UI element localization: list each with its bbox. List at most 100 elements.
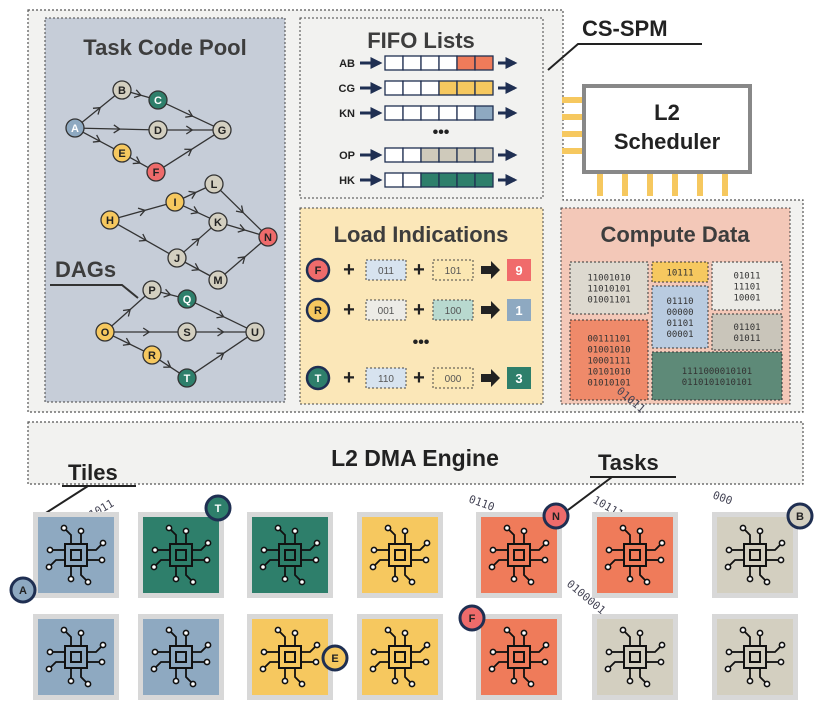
load-operand-b <box>432 299 474 321</box>
dag-edge-arrowhead <box>133 89 143 99</box>
scheduler-pin <box>562 131 584 137</box>
fifo-cell <box>474 147 494 163</box>
tile-body <box>717 517 793 593</box>
plus-icon: + <box>343 299 355 321</box>
tile-task-badge <box>458 604 486 632</box>
fifo-cell <box>438 80 458 96</box>
chip-icon <box>604 626 666 688</box>
fifo-cell <box>384 80 404 96</box>
dag-node-Q <box>177 289 197 309</box>
compute-block-box <box>651 351 783 401</box>
scheduler-pin <box>597 172 603 196</box>
compute-title: Compute Data <box>600 222 750 247</box>
chip-icon <box>369 524 431 586</box>
fifo-row-label: KN <box>339 108 355 120</box>
tile <box>357 614 443 700</box>
dag-node-K <box>208 212 228 232</box>
dag-edges <box>81 89 263 374</box>
compute-bits: 10001 <box>733 294 760 304</box>
chip-icon <box>488 626 550 688</box>
tile-body <box>362 619 438 695</box>
chip-icon <box>724 626 786 688</box>
dag-edge-QU <box>194 302 248 329</box>
dag-node-N <box>258 227 278 247</box>
fifo-row-op: OP <box>339 147 518 163</box>
tile <box>357 512 443 598</box>
chip-icon <box>488 524 550 586</box>
floating-bit-string: 0110 <box>467 493 496 514</box>
compute-block-box <box>711 313 783 351</box>
dag-node-I <box>165 192 185 212</box>
dag-node-label: U <box>251 327 259 339</box>
dag-edge-OR <box>112 335 145 352</box>
fifo-cell <box>384 172 404 188</box>
dag-node-L <box>204 174 224 194</box>
scheduler-label-line2: Scheduler <box>614 129 721 154</box>
compute-bits: 01101 <box>733 323 760 333</box>
dag-edge-RT <box>159 359 180 374</box>
dag-node-U <box>245 322 265 342</box>
dag-node-label: B <box>118 85 126 97</box>
fifo-cell <box>456 105 476 121</box>
fifo-cell <box>456 172 476 188</box>
plus-icon: + <box>413 367 425 389</box>
tile-task-badge <box>204 494 232 522</box>
chip-icon <box>724 524 786 586</box>
tile-body <box>38 517 114 593</box>
tile: N <box>476 502 570 598</box>
compute-block-box <box>711 261 783 311</box>
load-operand-a <box>365 299 407 321</box>
tile <box>592 614 678 700</box>
chip-icon <box>259 524 321 586</box>
tile <box>712 614 798 700</box>
fifo-row-hk: HK <box>339 172 518 188</box>
dag-edge-arrowhead <box>142 327 151 337</box>
dag-edge-JM <box>184 261 211 277</box>
fifo-row-kn: KN <box>339 105 518 121</box>
load-result-box <box>507 299 531 321</box>
fifo-cell <box>438 55 458 71</box>
scheduler-pin <box>697 172 703 196</box>
load-task-label: F <box>315 265 322 277</box>
load-task-circle <box>305 365 331 391</box>
scheduler-pin <box>562 148 584 154</box>
scheduler-pin <box>722 172 728 196</box>
dag-edge-IL <box>182 187 207 199</box>
dag-node-F <box>146 162 166 182</box>
tile-body <box>362 517 438 593</box>
dag-edge-arrowhead <box>122 337 132 346</box>
plus-icon: + <box>413 299 425 321</box>
dag-edge-arrowhead <box>163 360 172 368</box>
dag-node-T <box>177 368 197 388</box>
tile-task-badge <box>321 644 349 672</box>
floating-bit-string: 000 <box>711 489 734 508</box>
dag-edge-JK <box>183 227 212 253</box>
dag-node-label: P <box>148 285 155 297</box>
tile-body <box>252 517 328 593</box>
dag-edge-arrowhead <box>216 352 225 361</box>
load-ellipsis: ••• <box>413 334 430 351</box>
dag-node-M <box>208 270 228 290</box>
compute-bits: 11101 <box>733 283 760 293</box>
tile-body <box>481 517 557 593</box>
load-result-value: 3 <box>515 371 522 386</box>
scheduler-label-line1: L2 <box>654 100 680 125</box>
chip-icon <box>259 626 321 688</box>
fifo-cell <box>474 172 494 188</box>
dag-node-label: O <box>101 327 110 339</box>
tile-task-badge <box>542 502 570 530</box>
dag-node-C <box>148 90 168 110</box>
cs-spm-title: CS-SPM <box>582 16 668 41</box>
dma-engine-bar <box>27 421 804 485</box>
dag-node-O <box>95 322 115 342</box>
tile <box>33 614 119 700</box>
dag-node-label: N <box>264 232 272 244</box>
compute-bits: 01011 <box>733 272 760 282</box>
dag-node-P <box>142 280 162 300</box>
arrow-right-icon <box>481 301 500 319</box>
fifo-cell <box>456 55 476 71</box>
